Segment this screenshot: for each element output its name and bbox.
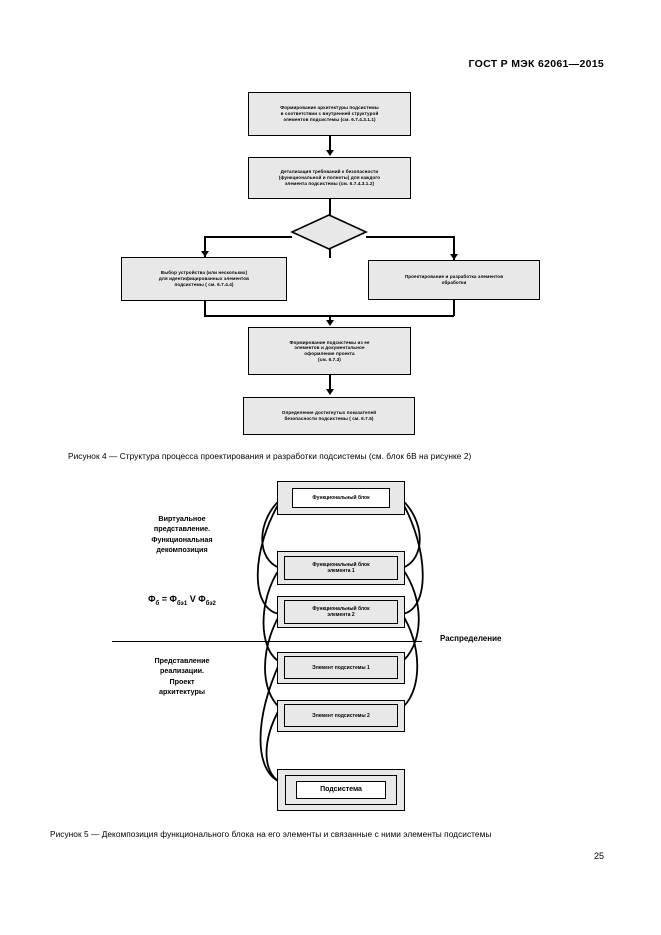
formula-rhs1-sub: бэ1 [176, 600, 188, 607]
flow-box-safety-requirements: Детализация требований к безопасности (ф… [248, 157, 411, 199]
box-3-line-3: подсистемы ( см. 6.7.4.4) [174, 281, 234, 287]
box-5-line-1: Формирование подсистемы из ее [289, 339, 370, 345]
flow-box-processing-elements-design: Проектирование и разработка элементов об… [368, 260, 540, 300]
box-1-line-1: Формирование архитектуры подсистемы [280, 105, 379, 111]
allocation-divider-line [112, 641, 422, 643]
allocation-label: Распределение [440, 634, 502, 643]
page-header: ГОСТ Р МЭК 62061—2015 [468, 58, 604, 70]
left-label-virtual-representation: Виртуальное представление. Функциональна… [112, 514, 252, 556]
box-5-line-2: элементов и документальное [294, 345, 365, 351]
connector-box2-decision [329, 199, 331, 215]
box-2-line-3: элемента подсистемы (см. 6.7.4.3.1.2) [284, 180, 375, 186]
formula-rhs1: Φ [169, 594, 177, 604]
connector-decision-right [366, 236, 454, 238]
box-2-line-1: Детализация требований к безопасности [280, 169, 379, 175]
connector-merge-stem [329, 315, 331, 321]
fb-el2-line-1: Функциональный блок [312, 606, 370, 612]
left-label-implementation-representation: Представление реализации. Проект архитек… [112, 656, 252, 698]
connector-decision-left [204, 236, 292, 238]
fb-el2-line-2: элемента 2 [327, 612, 355, 618]
box-3-line-2: для идентифицированных элементов [158, 276, 250, 282]
figure-5-caption: Рисунок 5 — Декомпозиция функционального… [50, 829, 492, 839]
sl2-line-3: Проект [169, 676, 195, 686]
arrow-to-right-box [449, 254, 458, 260]
sl2-line-1: Представление [154, 656, 210, 665]
sl2-line-4: архитектуры [159, 687, 205, 697]
formula-lhs-sub: б [155, 600, 160, 607]
box-4-line-1: Проектирование и разработка элементов [404, 274, 504, 280]
box-4-line-2: обработки [441, 280, 467, 285]
formula-lhs: Φ [148, 594, 156, 604]
subsystem-element-1: Элемент подсистемы 1 [284, 656, 398, 679]
box-6-line-2: безопасности подсистемы ( см. 6.7.5) [284, 416, 374, 421]
fb-el1-line-2: элемента 1 [327, 568, 355, 574]
sl1-line-1: Виртуальное [158, 514, 206, 523]
flow-box-subsystem-forming: Формирование подсистемы из ее элементов … [248, 327, 411, 375]
connector-box1-box2 [329, 136, 331, 151]
functional-block-element-2: Функциональный блок элемента 2 [284, 600, 398, 624]
subsystem: Подсистема [296, 781, 386, 799]
box-2-line-2: (функциональной и полноты) для каждого [278, 175, 381, 181]
box-1-line-2: в соответствии с внутренней структурой [280, 111, 379, 117]
decision-diamond [290, 214, 368, 250]
subsystem-label: Подсистема [320, 785, 362, 793]
figure-4-caption: Рисунок 4 — Структура процесса проектиро… [68, 451, 472, 461]
flow-box-architecture-forming: Формирование архитектуры подсистемы в со… [248, 92, 411, 136]
formula-rhs2-sub: бэ2 [205, 600, 216, 607]
arrow-merge-to-box5 [325, 320, 334, 326]
left-curved-connectors [256, 497, 288, 786]
box-6-line-1: Определение достигнутых показателей [281, 410, 377, 416]
flow-box-achieved-safety-metrics: Определение достигнутых показателей безо… [243, 397, 415, 435]
box-5-line-3: оформление проекта [304, 351, 355, 356]
connector-decision-stem [329, 249, 331, 258]
decomposition-formula: Φб = Φбэ1 V Φбэ2 [112, 594, 252, 607]
connector-box5-box6 [329, 375, 331, 389]
arrow-box1-box2 [325, 150, 334, 156]
formula-rhs2: Φ [198, 594, 206, 604]
page-number: 25 [593, 851, 604, 861]
connector-left-down [204, 236, 206, 257]
arrow-to-left-box [200, 251, 209, 257]
connector-left-merge [204, 301, 206, 316]
sl1-line-4: декомпозиция [156, 545, 208, 555]
connector-right-merge [453, 300, 455, 316]
subsystem-element-2: Элемент подсистемы 2 [284, 704, 398, 727]
box-1-line-3: элементов подсистемы (см. 6.7.4.3.1.1) [283, 116, 376, 122]
fb-el1-line-1: Функциональный блок [312, 562, 370, 568]
sl2-line-2: реализации. [159, 666, 205, 676]
sl1-line-3: Функциональная [151, 534, 213, 544]
box-5-line-4: (см. 6.7.3) [318, 356, 341, 362]
formula-op2: V [189, 594, 196, 604]
box-3-line-1: Выбор устройства (или нескольких) [160, 270, 248, 276]
formula-op1: = [161, 594, 167, 604]
subsystem-element-1-label: Элемент подсистемы 1 [312, 664, 370, 671]
connector-right-down [453, 236, 455, 260]
functional-block-element-1: Функциональный блок элемента 1 [284, 556, 398, 580]
flow-box-device-selection: Выбор устройства (или нескольких) для ид… [121, 257, 287, 301]
subsystem-element-2-label: Элемент подсистемы 2 [312, 712, 370, 719]
functional-block: Функциональный блок [292, 488, 390, 508]
arrow-box5-box6 [325, 389, 334, 395]
functional-block-label: Функциональный блок [312, 495, 370, 501]
sl1-line-2: представление. [153, 524, 211, 534]
